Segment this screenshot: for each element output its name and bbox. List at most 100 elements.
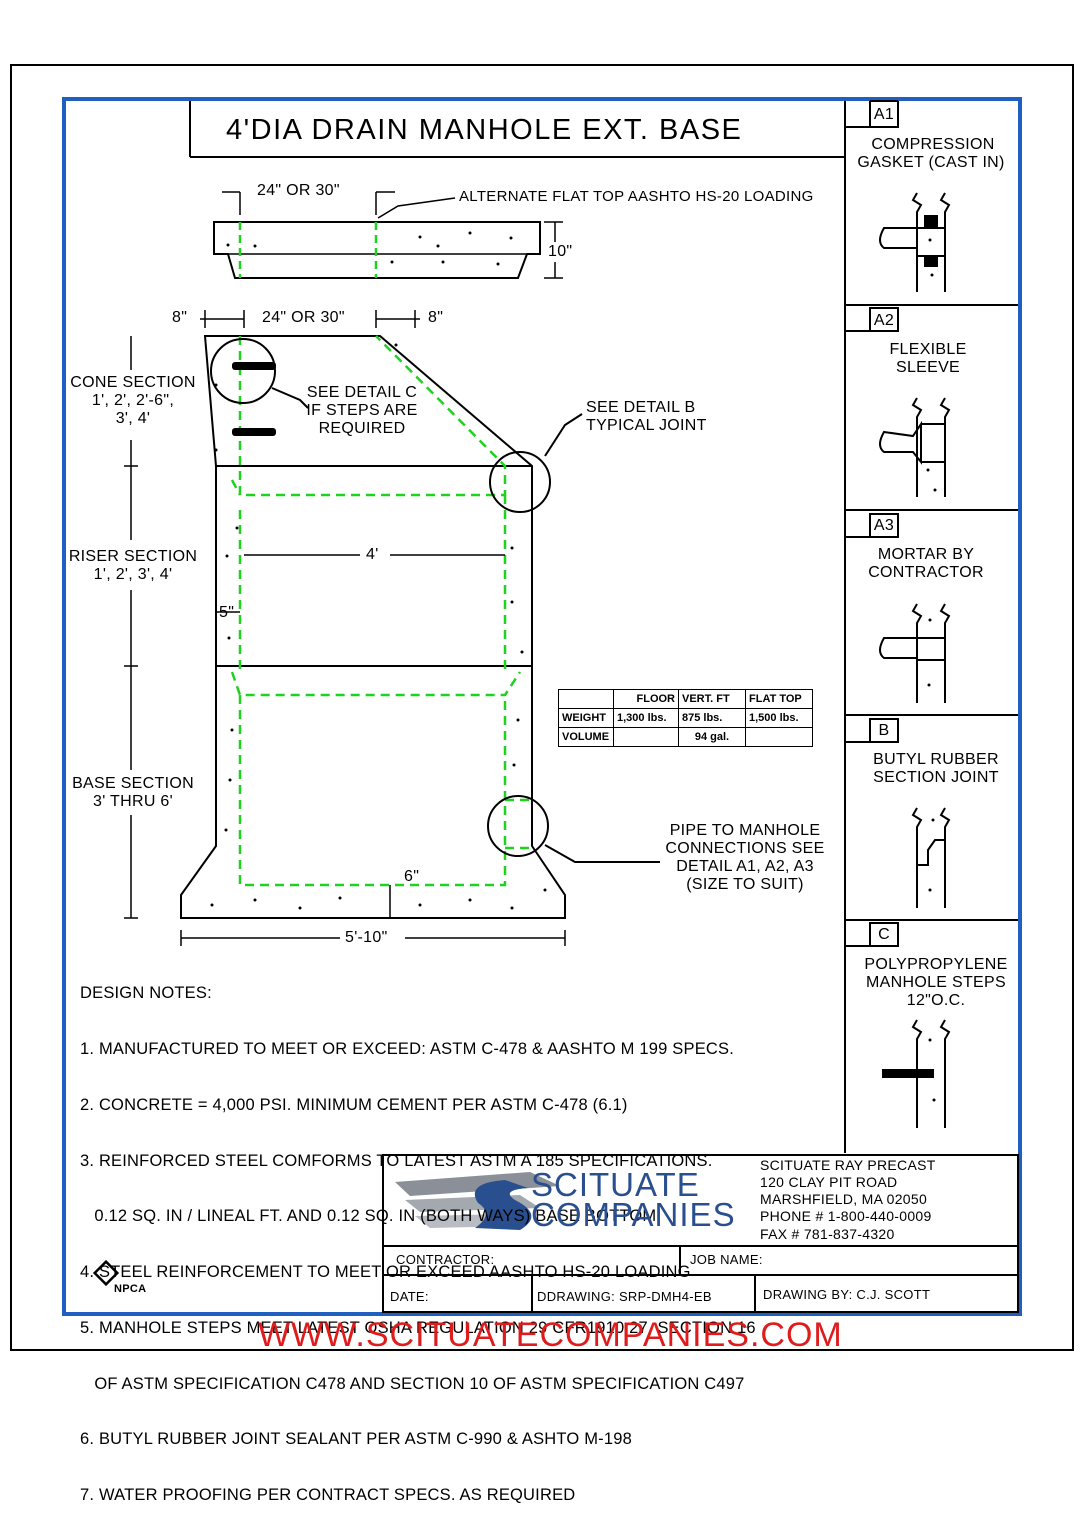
detail-a3-caption-2: CONTRACTOR (868, 564, 984, 581)
detail-a3-drawing (879, 603, 951, 703)
detail-a1-caption-2: GASKET (CAST IN) (857, 154, 1005, 171)
rebar-cage (230, 335, 532, 887)
flat-top-callout: ALTERNATE FLAT TOP AASHTO HS-20 LOADING (459, 188, 814, 205)
table-cell: 1,500 lbs. (745, 708, 813, 728)
sheet-border (10, 64, 1074, 1351)
detail-tag-a1: A1 (873, 106, 895, 123)
floor-thickness-dim: 6" (404, 868, 420, 885)
detail-c-caption-1: POLYPROPYLENE (864, 956, 1008, 973)
table-cell (613, 727, 679, 747)
detail-tag-a3: A3 (873, 517, 895, 534)
base-section-sizes: 3' THRU 6' (93, 793, 173, 810)
detail-a3-caption-1: MORTAR BY (877, 546, 975, 563)
detail-c-caption-3: 12"O.C. (906, 992, 966, 1009)
pipe-callout-4: (SIZE TO SUIT) (686, 876, 804, 893)
company-fax: FAX # 781-837-4320 (760, 1226, 895, 1242)
detail-b-drawing (911, 807, 951, 908)
cone-section-sizes: 1', 2', 2'-6", (91, 392, 175, 409)
table-cell: 1,300 lbs. (613, 708, 679, 728)
drawing-title: 4'DIA DRAIN MANHOLE EXT. BASE (226, 114, 743, 146)
detail-a1-caption-1: COMPRESSION (871, 136, 995, 153)
design-note: 7. WATER PROOFING PER CONTRACT SPECS. AS… (80, 1486, 576, 1505)
detail-a2-caption-2: SLEEVE (895, 359, 961, 376)
riser-section-label: RISER SECTION (68, 548, 198, 565)
table-cell (745, 727, 813, 747)
detail-b-caption-2: SECTION JOINT (873, 769, 999, 786)
detail-c-callout-1: SEE DETAIL C (306, 384, 418, 401)
design-note: 6. BUTYL RUBBER JOINT SEALANT PER ASTM C… (80, 1430, 632, 1449)
design-note: 5. MANHOLE STEPS MEET LATEST OSHA REGULA… (80, 1318, 756, 1337)
base-section-label: BASE SECTION (72, 775, 194, 792)
riser-section-sizes: 1', 2', 3', 4' (93, 566, 173, 583)
cone-opening-dim: 24" OR 30" (262, 309, 345, 326)
detail-column (844, 101, 1018, 1153)
weights-table: FLOOR VERT. FT FLAT TOP WEIGHT 1,300 lbs… (558, 689, 813, 747)
design-note: 1. MANUFACTURED TO MEET OR EXCEED: ASTM … (80, 1039, 735, 1058)
cone-right-dim: 8" (428, 309, 444, 326)
flat-top-slab (213, 191, 563, 279)
table-cell: 94 gal. (678, 727, 746, 747)
design-note: 3. REINFORCED STEEL COMFORMS TO LATEST A… (80, 1151, 713, 1170)
table-header-row: FLOOR VERT. FT FLAT TOP (558, 689, 813, 709)
company-street: 120 CLAY PIT ROAD (760, 1174, 898, 1190)
logo-line-2: COMPANIES (531, 1196, 736, 1233)
detail-tag-a2: A2 (873, 312, 895, 329)
npca-logo-text: NPCA (114, 1283, 147, 1295)
cone-section-sizes-2: 3', 4' (115, 410, 151, 427)
manhole-body (180, 335, 566, 919)
npca-logo (92, 1259, 120, 1287)
table-header-cell: FLOOR (613, 689, 679, 709)
drawn-by: DRAWING BY: C.J. SCOTT (763, 1287, 931, 1302)
table-row: WEIGHT 1,300 lbs. 875 lbs. 1,500 lbs. (558, 708, 813, 728)
design-notes-heading: DESIGN NOTES: (80, 984, 212, 1003)
detail-tag-c: C (878, 926, 890, 943)
manhole-drawing (92, 100, 1019, 1313)
wall-thickness-dim: 5" (219, 604, 235, 621)
table-header-cell: FLAT TOP (745, 689, 813, 709)
dimension-lines (124, 310, 566, 946)
detail-c-drawing (882, 1019, 951, 1128)
detail-a2-drawing (879, 397, 951, 497)
detail-c-callout-3: REQUIRED (318, 420, 406, 437)
step-bars (232, 362, 276, 436)
base-width-dim: 5'-10" (345, 929, 388, 946)
detail-c-callout-2: IF STEPS ARE (306, 402, 418, 419)
design-notes: DESIGN NOTES: 1. MANUFACTURED TO MEET OR… (80, 947, 756, 1523)
logo-line-1: SCITUATE (531, 1166, 700, 1203)
title-box (189, 101, 845, 158)
detail-a1-drawing (879, 192, 951, 292)
contractor-field: CONTRACTOR: (396, 1252, 495, 1267)
table-header-cell: VERT. FT (678, 689, 746, 709)
detail-circles (210, 338, 660, 863)
design-note: 4. STEEL REINFORCEMENT TO MEET OR EXCEED… (80, 1263, 691, 1282)
concrete-texture (210, 231, 937, 1102)
detail-b-caption-1: BUTYL RUBBER (873, 751, 999, 768)
title-block-lines (382, 1154, 1019, 1313)
company-name: SCITUATE RAY PRECAST (760, 1157, 936, 1173)
table-cell: 875 lbs. (678, 708, 746, 728)
drawing-number: DDRAWING: SRP-DMH4-EB (537, 1289, 712, 1304)
company-city: MARSHFIELD, MA 02050 (760, 1191, 928, 1207)
pipe-callout-2: CONNECTIONS SEE (665, 840, 825, 857)
detail-b-callout-2: TYPICAL JOINT (586, 417, 707, 434)
cone-left-dim: 8" (172, 309, 188, 326)
detail-tag-boxes (845, 100, 899, 947)
pipe-callout-3: DETAIL A1, A2, A3 (676, 858, 814, 875)
table-row: VOLUME 94 gal. (558, 727, 813, 747)
pipe-callout-1: PIPE TO MANHOLE (669, 822, 821, 839)
cone-section-label: CONE SECTION (70, 374, 196, 391)
slab-opening-dim: 24" OR 30" (257, 182, 340, 199)
slab-thickness-dim: 10" (548, 243, 573, 260)
inside-diameter-dim: 4' (366, 546, 379, 563)
detail-c-caption-2: MANHOLE STEPS (866, 974, 1006, 991)
date-field: DATE: (390, 1289, 429, 1304)
company-phone: PHONE # 1-800-440-0009 (760, 1208, 932, 1224)
detail-a2-caption-1: FLEXIBLE (889, 341, 967, 358)
design-note: 2. CONCRETE = 4,000 PSI. MINIMUM CEMENT … (80, 1095, 628, 1114)
detail-b-callout-1: SEE DETAIL B (586, 399, 696, 416)
website-link[interactable]: WWW.SCITUATECOMPANIES.COM (258, 1316, 843, 1354)
table-cell: VOLUME (558, 727, 614, 747)
company-logo-swoosh (395, 1172, 560, 1230)
design-note: OF ASTM SPECIFICATION C478 AND SECTION 1… (80, 1374, 745, 1393)
detail-tag-b: B (878, 722, 890, 739)
